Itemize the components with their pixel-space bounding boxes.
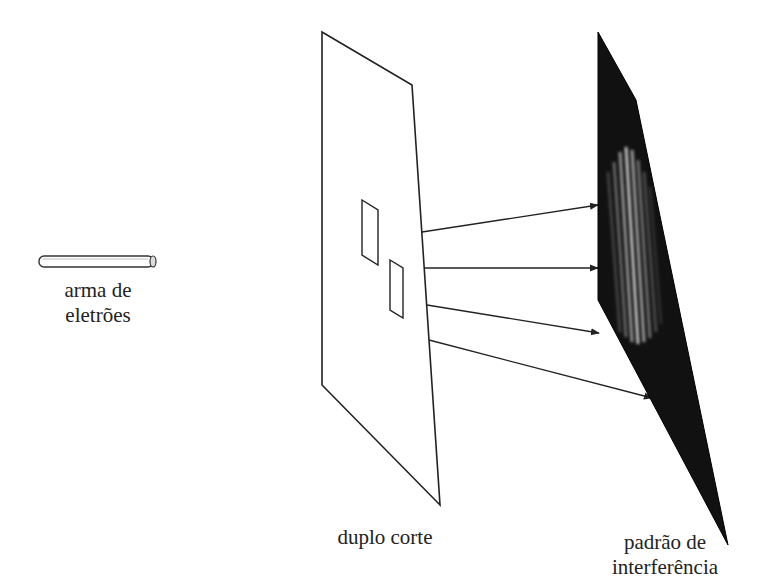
detection-screen: padrão de interferência: [598, 32, 728, 548]
electron-path-arrow: [427, 305, 599, 333]
electron-gun: arma de eletrões: [38, 254, 158, 270]
electron-path-arrow: [424, 267, 598, 268]
double-slit-plate: duplo corte: [322, 32, 440, 505]
electron-gun-shape: [38, 254, 158, 270]
detection-screen-shape: [598, 32, 728, 548]
part-label: padrão de interferência: [600, 530, 730, 580]
double-slit-plate-shape: [322, 32, 440, 505]
electron-path-arrow: [422, 205, 598, 232]
part-label: arma de eletrões: [38, 278, 158, 328]
electron-path-arrow: [429, 340, 652, 398]
part-label: duplo corte: [302, 525, 468, 550]
